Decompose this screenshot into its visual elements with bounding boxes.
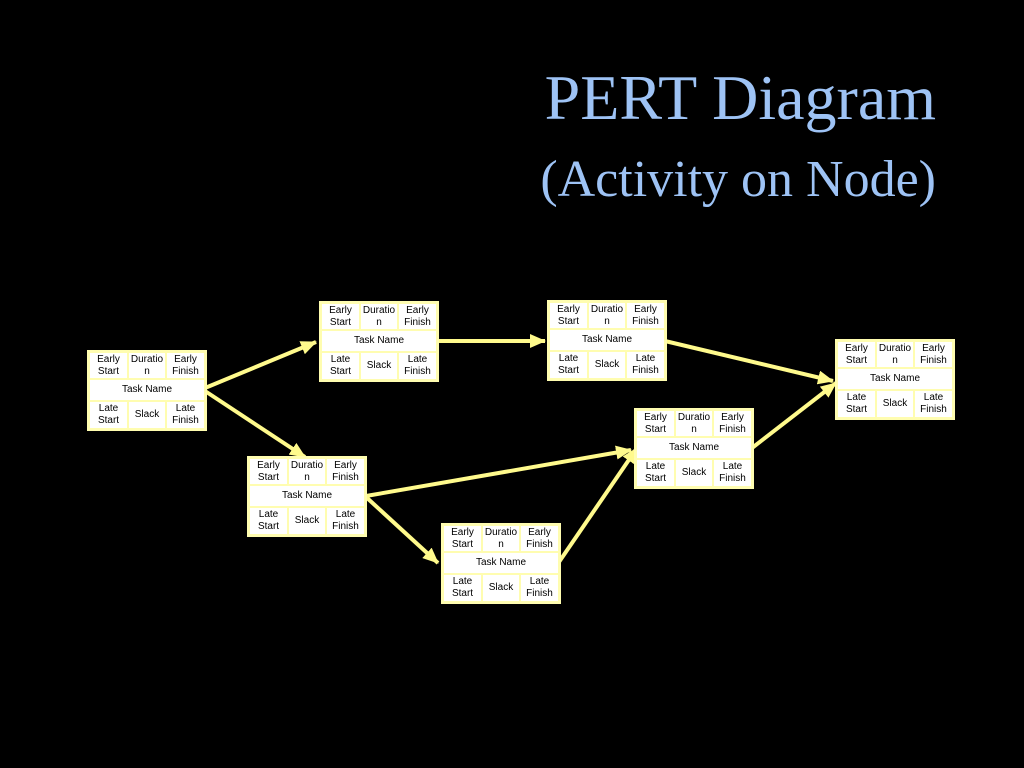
early-start-cell: Early Start — [550, 303, 587, 328]
early-start-cell: Early Start — [838, 342, 875, 367]
early-finish-cell: Early Finish — [327, 459, 364, 484]
late-start-cell: Late Start — [637, 460, 674, 486]
late-start-cell: Late Start — [550, 352, 587, 378]
early-finish-cell: Early Finish — [399, 304, 436, 329]
arrow-n4-to-n6 — [365, 445, 632, 498]
early-finish-cell: Early Finish — [167, 353, 204, 378]
task-name-cell: Task Name — [322, 331, 436, 351]
arrow-n1-to-n2 — [204, 340, 317, 390]
late-start-cell: Late Start — [444, 575, 481, 601]
task-name-cell: Task Name — [838, 369, 952, 389]
slide-title: PERT Diagram — [544, 62, 936, 133]
early-start-cell: Early Start — [444, 526, 481, 551]
task-name-cell: Task Name — [90, 380, 204, 400]
duration-cell: Duratio n — [289, 459, 325, 484]
slack-cell: Slack — [483, 575, 519, 601]
task-name-cell: Task Name — [444, 553, 558, 573]
late-finish-cell: Late Finish — [627, 352, 664, 378]
early-start-cell: Early Start — [637, 411, 674, 436]
arrow-n4-to-n5 — [364, 495, 440, 565]
task-name-cell: Task Name — [250, 486, 364, 506]
slack-cell: Slack — [361, 353, 397, 379]
arrow-n3-to-n7 — [664, 339, 834, 385]
duration-cell: Duratio n — [676, 411, 712, 436]
early-start-cell: Early Start — [90, 353, 127, 378]
slack-cell: Slack — [676, 460, 712, 486]
slide-subtitle: (Activity on Node) — [540, 151, 936, 208]
early-finish-cell: Early Finish — [714, 411, 751, 436]
late-finish-cell: Late Finish — [167, 402, 204, 428]
slack-cell: Slack — [877, 391, 913, 417]
arrow-n5-to-n6 — [557, 446, 639, 564]
duration-cell: Duratio n — [589, 303, 625, 328]
slack-cell: Slack — [129, 402, 165, 428]
late-start-cell: Late Start — [250, 508, 287, 534]
early-finish-cell: Early Finish — [521, 526, 558, 551]
arrow-n6-to-n7 — [750, 381, 838, 450]
late-start-cell: Late Start — [838, 391, 875, 417]
late-finish-cell: Late Finish — [327, 508, 364, 534]
slack-cell: Slack — [589, 352, 625, 378]
duration-cell: Duratio n — [877, 342, 913, 367]
late-start-cell: Late Start — [322, 353, 359, 379]
late-finish-cell: Late Finish — [399, 353, 436, 379]
early-start-cell: Early Start — [322, 304, 359, 329]
duration-cell: Duratio n — [361, 304, 397, 329]
late-finish-cell: Late Finish — [915, 391, 952, 417]
task-name-cell: Task Name — [637, 438, 751, 458]
duration-cell: Duratio n — [483, 526, 519, 551]
duration-cell: Duratio n — [129, 353, 165, 378]
task-name-cell: Task Name — [550, 330, 664, 350]
late-finish-cell: Late Finish — [714, 460, 751, 486]
late-start-cell: Late Start — [90, 402, 127, 428]
early-start-cell: Early Start — [250, 459, 287, 484]
late-finish-cell: Late Finish — [521, 575, 558, 601]
early-finish-cell: Early Finish — [627, 303, 664, 328]
slack-cell: Slack — [289, 508, 325, 534]
early-finish-cell: Early Finish — [915, 342, 952, 367]
arrow-n1-to-n4 — [203, 389, 307, 459]
